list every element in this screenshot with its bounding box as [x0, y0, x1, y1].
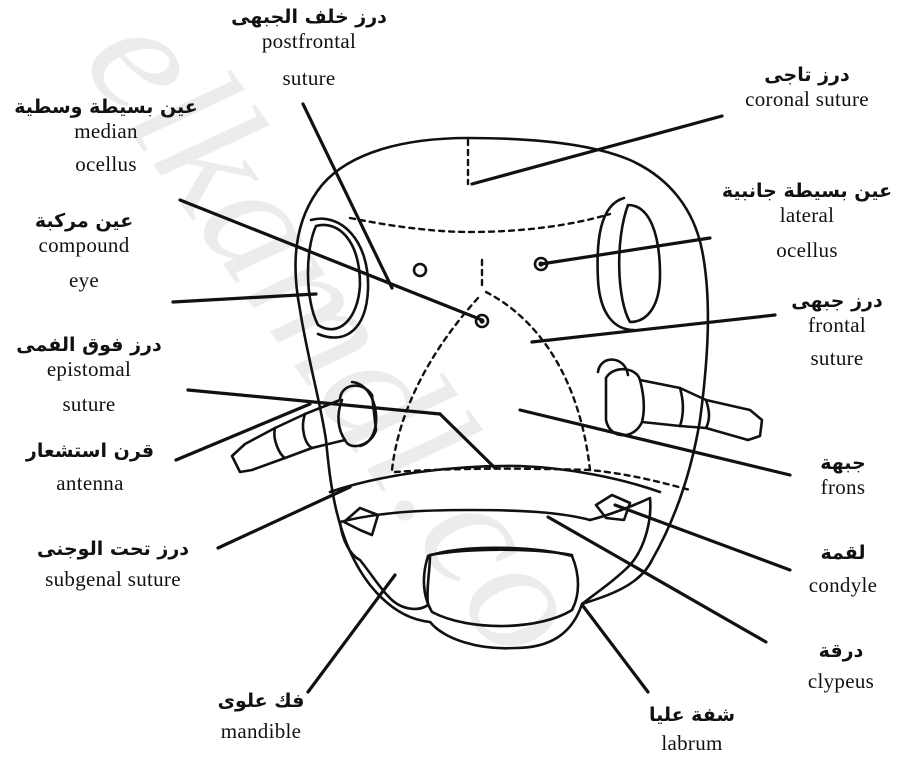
label-lateral-ocellus-ar: عين بسيطة جانبية	[718, 180, 896, 203]
lateral-ocellus-left	[414, 264, 426, 276]
label-subgenal: درز تحت الوجنى subgenal suture	[4, 538, 222, 592]
label-condyle-en: condyle	[790, 573, 896, 598]
leader-compound-eye	[173, 294, 316, 302]
label-median-ocellus-en2: ocellus	[4, 152, 208, 177]
label-labrum-ar: شفة عليا	[630, 704, 754, 727]
leader-clypeus	[548, 517, 766, 642]
label-lateral-ocellus-en2: ocellus	[718, 238, 896, 263]
label-postfrontal: درز خلف الجبهى postfrontal suture	[216, 6, 402, 91]
label-labrum-en: labrum	[630, 731, 754, 756]
label-antenna-ar: قرن استشعار	[10, 440, 170, 463]
label-epistomal-en: epistomal	[4, 357, 174, 382]
label-frontal-suture: درز جبهى frontal suture	[778, 290, 896, 371]
leader-median-ocellus	[180, 200, 482, 320]
label-compound-eye-ar: عين مركبة	[10, 210, 158, 233]
label-median-ocellus: عين بسيطة وسطية median ocellus	[4, 96, 208, 177]
compound-eye-left	[308, 225, 360, 329]
label-clypeus-ar: درقة	[786, 640, 896, 663]
leader-condyle	[615, 505, 790, 570]
postfrontal-suture	[350, 214, 610, 232]
labrum	[424, 548, 578, 626]
label-frons: جبهة frons	[790, 452, 896, 500]
leader-frons	[520, 410, 790, 475]
label-postfrontal-en2: suture	[216, 66, 402, 91]
label-lateral-ocellus-en: lateral	[718, 203, 896, 228]
mandible-left	[340, 522, 430, 609]
label-labrum: شفة عليا labrum	[630, 704, 754, 756]
label-coronal: درز تاجى coronal suture	[718, 64, 896, 112]
label-clypeus: درقة clypeus	[786, 640, 896, 694]
leader-mandible	[308, 575, 395, 692]
label-condyle-ar: لقمة	[790, 542, 896, 565]
leader-frontal	[532, 315, 775, 342]
label-epistomal-en2: suture	[4, 392, 174, 417]
compound-eye-right	[619, 205, 660, 322]
label-frontal-suture-ar: درز جبهى	[778, 290, 896, 313]
frontal-suture-left	[392, 298, 478, 470]
label-antenna: قرن استشعار antenna	[10, 440, 170, 496]
label-coronal-ar: درز تاجى	[718, 64, 896, 87]
leader-epistomal-b	[440, 414, 495, 468]
leader-antenna	[176, 404, 310, 460]
leader-subgenal	[218, 487, 350, 548]
label-mandible-ar: فك علوى	[196, 690, 326, 713]
label-frons-ar: جبهة	[790, 452, 896, 475]
label-condyle: لقمة condyle	[790, 542, 896, 598]
label-mandible-en: mandible	[196, 719, 326, 744]
label-postfrontal-en: postfrontal	[216, 29, 402, 54]
label-postfrontal-ar: درز خلف الجبهى	[216, 6, 402, 29]
label-frontal-suture-en2: suture	[778, 346, 896, 371]
label-frontal-suture-en: frontal	[778, 313, 896, 338]
label-lateral-ocellus: عين بسيطة جانبية lateral ocellus	[718, 180, 896, 263]
label-compound-eye: عين مركبة compound eye	[10, 210, 158, 293]
label-epistomal: درز فوق الفمى epistomal suture	[4, 334, 174, 417]
label-coronal-en: coronal suture	[718, 87, 896, 112]
label-compound-eye-en: compound	[10, 233, 158, 258]
label-subgenal-ar: درز تحت الوجنى	[4, 538, 222, 561]
label-compound-eye-en2: eye	[10, 268, 158, 293]
label-clypeus-en: clypeus	[786, 669, 896, 694]
leader-labrum	[583, 606, 648, 692]
label-subgenal-en: subgenal suture	[4, 567, 222, 592]
label-median-ocellus-ar: عين بسيطة وسطية	[4, 96, 208, 119]
label-antenna-en: antenna	[10, 471, 170, 496]
leader-coronal	[472, 116, 722, 184]
frontal-suture-right	[486, 292, 590, 470]
label-median-ocellus-en: median	[4, 119, 208, 144]
label-mandible: فك علوى mandible	[196, 690, 326, 744]
leader-lateral-ocellus	[541, 238, 710, 264]
leader-postfrontal	[303, 104, 392, 288]
label-frons-en: frons	[790, 475, 896, 500]
label-epistomal-ar: درز فوق الفمى	[4, 334, 174, 357]
